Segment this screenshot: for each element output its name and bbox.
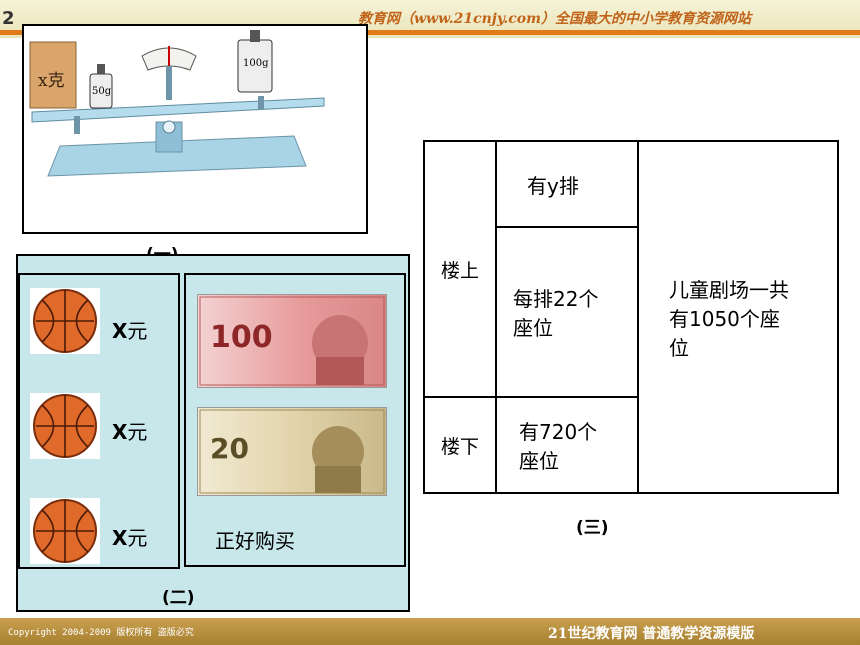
balance-scale-illustration: x克 50g 100g	[29, 30, 325, 177]
banknote-20-value: 20	[210, 432, 249, 465]
header-stripe	[0, 30, 860, 35]
total-seats-cell: 儿童剧场一共有1050个座位	[637, 140, 839, 494]
basketball-price-1: X元	[112, 319, 148, 343]
block-label: x克	[38, 71, 65, 91]
balance-scale-figure: x克 50g 100g	[22, 24, 368, 234]
seats-per-row-cell: 每排22个座位	[495, 226, 639, 398]
rows-cell: 有y排	[495, 140, 639, 228]
downstairs-label: 楼下	[423, 396, 497, 494]
footer-brand: 21世纪教育网 普通教学资源模版	[548, 626, 755, 642]
basketball-prices-box	[18, 273, 180, 569]
caption-figure-2: (二)	[162, 588, 195, 608]
downstairs-seats-cell: 有720个座位	[495, 396, 639, 494]
footer-bar: Copyright 2004-2009 版权所有 盗版必究 21世纪教育网 普通…	[0, 618, 860, 645]
basketball-icon	[30, 288, 100, 354]
theater-seats-table: 楼上 有y排 儿童剧场一共有1050个座位 每排22个座位 楼下 有720个座位	[423, 140, 839, 494]
caption-figure-3: (三)	[576, 518, 609, 538]
banknotes-box	[184, 273, 406, 567]
banknote-100-value: 100	[210, 320, 273, 355]
upstairs-label: 楼上	[423, 140, 497, 398]
basketball-icon	[30, 498, 100, 564]
weight-large-label: 100g	[243, 58, 269, 69]
exact-purchase-text: 正好购买	[215, 529, 295, 553]
header-logo: 2	[2, 8, 15, 29]
banknote-20: 20	[197, 407, 387, 496]
basketball-price-3: X元	[112, 526, 148, 550]
banknote-100: 100	[197, 294, 387, 388]
basketball-price-2: X元	[112, 420, 148, 444]
footer-copyright: Copyright 2004-2009 版权所有 盗版必究	[8, 628, 194, 638]
basketball-icon	[30, 393, 100, 459]
weight-small-label: 50g	[92, 86, 112, 97]
header-slogan: 教育网（www.21cnjy.com）全国最大的中小学教育资源网站	[358, 11, 751, 27]
